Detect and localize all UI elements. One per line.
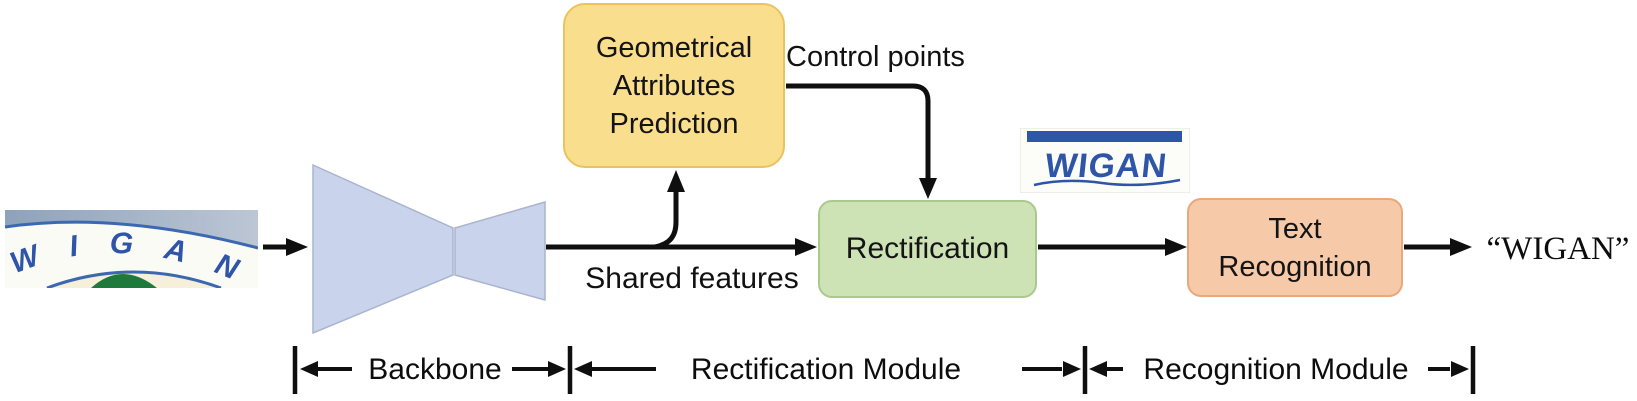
rectified-image-wave-line	[1033, 178, 1181, 187]
gap-box-label-line1: Geometrical	[595, 31, 753, 64]
backbone-shape-left	[312, 163, 454, 335]
backbone-span-right-arrowhead-icon	[548, 361, 566, 377]
backbone-shape-right	[454, 201, 546, 301]
recogmod-span-right-arrowhead-icon	[1451, 361, 1469, 377]
gap-box-label-line3: Prediction	[609, 107, 739, 140]
input-image-inner-arc	[46, 270, 222, 288]
backbone-module-label: Backbone	[368, 353, 502, 386]
input-image-top-arc	[5, 220, 258, 250]
arrowhead-recog-to-output-icon	[1450, 238, 1472, 256]
output-text: “WIGAN”	[1486, 231, 1630, 267]
input-image: WIGAN	[5, 210, 258, 288]
rectification-module-label: Rectification Module	[690, 353, 962, 386]
gap-box-label-line2: Attributes	[612, 69, 736, 102]
arrowhead-rect-to-recog-icon	[1165, 238, 1187, 256]
rectified-image-text: WIGAN	[1043, 147, 1169, 185]
backbone-span-left-arrowhead-icon	[300, 361, 318, 377]
recognition-module-label: Recognition Module	[1143, 353, 1409, 386]
rectified-image-top-bar	[1027, 131, 1182, 142]
rectification-box: Rectification	[818, 200, 1037, 298]
rectified-image: WIGAN	[1020, 128, 1190, 193]
input-image-green-hill	[91, 274, 157, 288]
arrow-branch-to-gap	[654, 190, 679, 250]
arrowhead-input-to-backbone-icon	[286, 238, 308, 256]
arrowhead-control-points-icon	[919, 178, 937, 199]
rectmod-span-right-arrowhead-icon	[1063, 361, 1081, 377]
control-points-label: Control points	[786, 41, 965, 73]
recognition-box-label-line1: Text	[1268, 212, 1322, 245]
rectmod-span-left-arrowhead-icon	[574, 361, 592, 377]
text-recognition-box: Text Recognition	[1187, 198, 1403, 297]
input-image-white-band	[5, 222, 258, 288]
geometrical-attributes-prediction-box: Geometrical Attributes Prediction	[563, 3, 785, 168]
recogmod-span-left-arrowhead-icon	[1089, 361, 1107, 377]
recognition-box-label-line2: Recognition	[1218, 250, 1372, 283]
arrow-control-points	[786, 83, 931, 180]
rectification-box-label: Rectification	[845, 232, 1010, 265]
shared-features-label: Shared features	[585, 262, 799, 295]
arrowhead-branch-to-gap-icon	[667, 170, 685, 192]
arrowhead-shared-features-icon	[795, 238, 817, 256]
